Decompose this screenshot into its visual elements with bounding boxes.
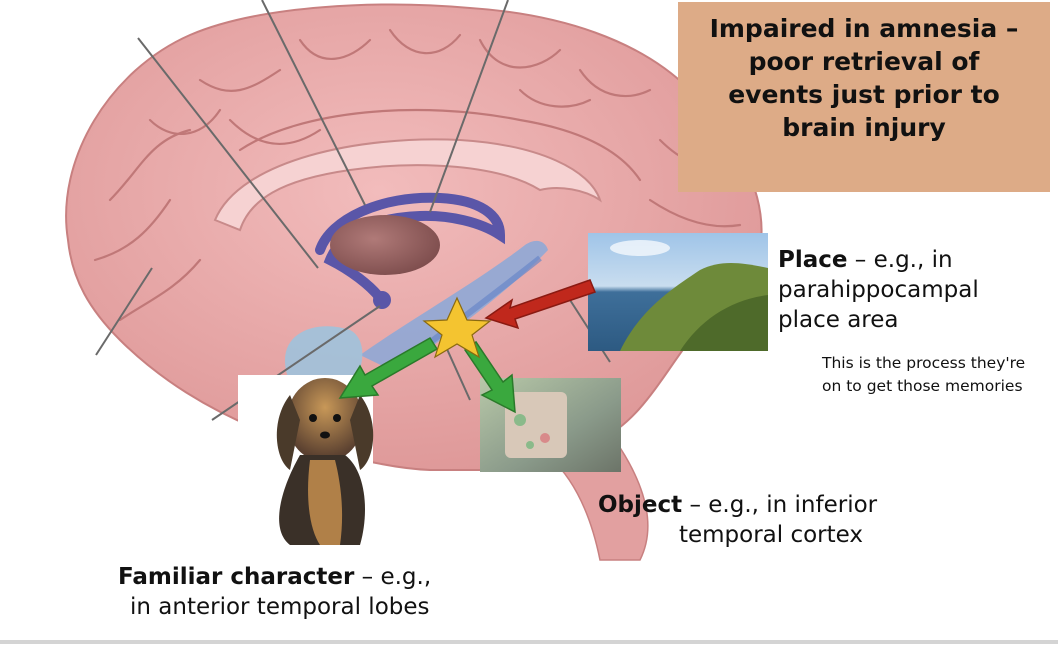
callout-line: poor retrieval of xyxy=(748,47,980,76)
callout-line: brain injury xyxy=(782,113,946,142)
place-line1: – e.g., in xyxy=(847,247,953,273)
character-line1: – e.g., xyxy=(354,564,432,590)
corpus-callosum xyxy=(213,138,602,232)
note-line1: This is the process they're xyxy=(822,354,1026,372)
green-arrow-icon xyxy=(338,336,516,414)
callout-line: Impaired in amnesia – xyxy=(709,14,1019,43)
label-pointer-lines xyxy=(95,0,611,421)
place-label: Place – e.g., in parahippocampal place a… xyxy=(778,245,1048,335)
object-label: Object – e.g., in inferior temporal cort… xyxy=(598,490,958,550)
red-arrow-icon xyxy=(484,279,597,330)
amnesia-callout-box: Impaired in amnesia – poor retrieval of … xyxy=(678,2,1050,192)
place-title: Place xyxy=(778,247,848,273)
callout-line: events just prior to xyxy=(728,80,1000,109)
place-line2: parahippocampal xyxy=(778,277,979,303)
annotation-note: This is the process they're on to get th… xyxy=(822,352,1058,398)
fornix xyxy=(315,192,506,303)
object-line2: temporal cortex xyxy=(678,522,864,548)
star-icon xyxy=(422,296,492,359)
character-title: Familiar character xyxy=(118,564,355,590)
object-line1: – e.g., in inferior xyxy=(682,492,878,518)
place-line3: place area xyxy=(778,307,899,333)
character-label: Familiar character – e.g., in anterior t… xyxy=(118,562,518,622)
object-title: Object xyxy=(598,492,683,518)
note-line2: on to get those memories xyxy=(822,377,1023,395)
bottom-divider xyxy=(0,640,1058,644)
mammillary-body xyxy=(373,291,391,309)
character-line2: in anterior temporal lobes xyxy=(130,594,430,620)
dog-photo xyxy=(238,375,374,550)
place-photo xyxy=(588,233,768,351)
thalamus xyxy=(330,215,440,275)
